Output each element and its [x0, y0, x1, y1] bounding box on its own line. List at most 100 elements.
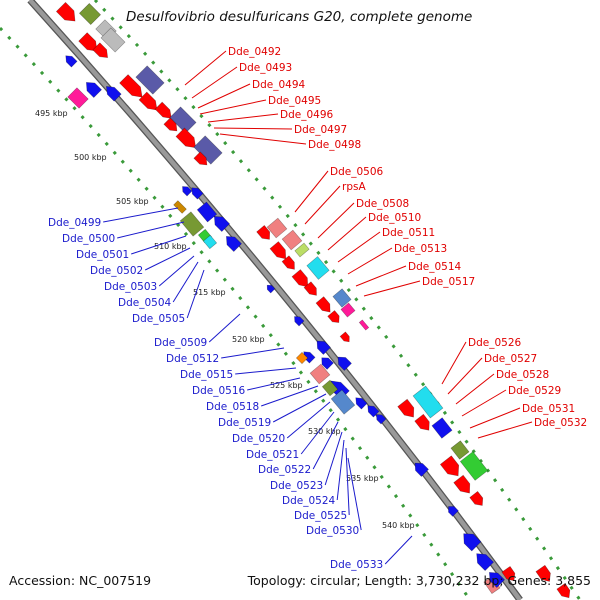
reverse-gene-label: Dde_0512 [166, 353, 219, 365]
forward-gene-label: Dde_0529 [508, 385, 561, 397]
forward-gene-leader [461, 389, 507, 417]
reverse-gene-glyph [65, 55, 78, 68]
forward-gene-glyph [154, 101, 172, 119]
reverse-gene-label: Dde_0503 [104, 281, 157, 293]
forward-gene-glyph [459, 451, 489, 481]
forward-gene-label: Dde_0506 [330, 166, 384, 178]
forward-gene-leader [207, 113, 279, 123]
forward-gene-glyph [169, 106, 197, 134]
reverse-gene-label: Dde_0516 [192, 385, 246, 397]
forward-gene-label: Dde_0517 [422, 276, 475, 288]
reverse-gene-leader [186, 269, 205, 319]
accession-text: Accession: NC_007519 [9, 573, 152, 588]
forward-gene-glyph [269, 241, 287, 260]
scale-label: 515 kbp [193, 288, 226, 297]
reverse-gene-label: Dde_0509 [154, 337, 207, 349]
reverse-gene-label: Dde_0522 [258, 464, 311, 476]
reverse-gene-label: Dde_0518 [206, 401, 259, 413]
reverse-gene-glyph [330, 389, 356, 415]
reverse-gene-glyph [448, 506, 459, 517]
reverse-gene-label: Dde_0501 [76, 249, 129, 261]
reverse-gene-label: Dde_0524 [282, 495, 336, 507]
reverse-gene-label: Dde_0519 [218, 417, 271, 429]
forward-gene-glyph [412, 385, 444, 419]
forward-gene-glyph [332, 288, 352, 308]
reverse-gene-label: Dde_0500 [62, 233, 115, 245]
forward-gene-label: Dde_0497 [294, 124, 347, 136]
reverse-gene-glyph [105, 85, 122, 102]
forward-gene-label: Dde_0498 [308, 139, 361, 151]
forward-gene-glyph [535, 564, 551, 582]
forward-gene-label: Dde_0510 [368, 212, 421, 224]
reverse-gene-glyph [295, 351, 309, 365]
reverse-gene-glyph [414, 462, 429, 477]
reverse-gene-label: Dde_0525 [294, 510, 347, 522]
topology-summary: Topology: circular; Length: 3,730,232 bp… [247, 573, 591, 588]
reverse-gene-label: Dde_0533 [330, 559, 383, 571]
forward-gene-label: Dde_0531 [522, 403, 575, 415]
reverse-gene-label: Dde_0515 [180, 369, 233, 381]
forward-gene-glyph [431, 417, 453, 439]
scale-label: 525 kbp [270, 381, 303, 390]
forward-gene-glyph [291, 269, 309, 288]
forward-gene-glyph [138, 91, 158, 111]
forward-gene-leader [294, 170, 329, 213]
forward-gene-leader [191, 66, 238, 99]
forward-gene-label: rpsA [342, 181, 366, 193]
forward-gene-label: Dde_0495 [268, 95, 321, 107]
reverse-gene-glyph [86, 82, 102, 98]
forward-gene-glyph [340, 302, 356, 318]
scale-label: 495 kbp [35, 109, 68, 118]
forward-gene-glyph [306, 256, 330, 280]
reverse-gene-label: Dde_0530 [306, 525, 359, 537]
forward-gene-leader [219, 133, 307, 145]
reverse-gene-label: Dde_0523 [270, 480, 323, 492]
scale-label: 510 kbp [154, 242, 187, 251]
forward-gene-leader [447, 357, 483, 395]
forward-gene-glyph [327, 310, 340, 323]
forward-track-guide [93, 0, 582, 600]
scale-label: 505 kbp [116, 197, 149, 206]
scale-label: 530 kbp [308, 427, 341, 436]
reverse-gene-leader [324, 431, 343, 486]
forward-gene-leader [469, 407, 521, 429]
reverse-gene-leader [158, 255, 195, 287]
reverse-gene-glyph [376, 414, 387, 425]
forward-gene-label: Dde_0532 [534, 417, 587, 429]
reverse-gene-leader [247, 377, 301, 391]
forward-gene-glyph [135, 65, 165, 95]
forward-gene-glyph [193, 151, 208, 166]
reverse-gene-leader [347, 457, 362, 531]
reverse-gene-label: Dde_0499 [48, 217, 101, 229]
forward-gene-label: Dde_0496 [280, 109, 334, 121]
genome-backbone [28, 0, 522, 600]
forward-gene-label: Dde_0511 [382, 227, 435, 239]
forward-gene-glyph [281, 229, 303, 251]
forward-gene-leader [199, 99, 267, 115]
reverse-gene-glyph [191, 187, 204, 200]
reverse-gene-leader [131, 235, 187, 255]
forward-gene-leader [327, 216, 367, 251]
reverse-gene-glyph [321, 379, 339, 397]
forward-gene-glyph [358, 319, 370, 331]
reverse-gene-glyph [294, 316, 305, 327]
forward-gene-label: Dde_0508 [356, 198, 409, 210]
forward-gene-leader [337, 231, 381, 263]
forward-gene-glyph [119, 74, 143, 98]
reverse-gene-label: Dde_0521 [246, 449, 299, 461]
forward-gene-glyph [55, 1, 76, 22]
forward-gene-glyph [450, 440, 470, 460]
forward-gene-leader [363, 280, 421, 297]
reverse-gene-leader [235, 367, 297, 375]
forward-gene-label: Dde_0513 [394, 243, 447, 255]
scale-label: 500 kbp [74, 153, 107, 162]
scale-label: 520 kbp [232, 335, 265, 344]
reverse-gene-leader [384, 535, 413, 565]
forward-gene-glyph [414, 413, 430, 431]
forward-gene-glyph [501, 565, 516, 582]
reverse-gene-glyph [337, 356, 352, 371]
forward-gene-leader [441, 341, 467, 385]
reverse-gene-glyph [67, 87, 89, 109]
genome-title: Desulfovibrio desulfuricans G20, complet… [126, 9, 473, 25]
